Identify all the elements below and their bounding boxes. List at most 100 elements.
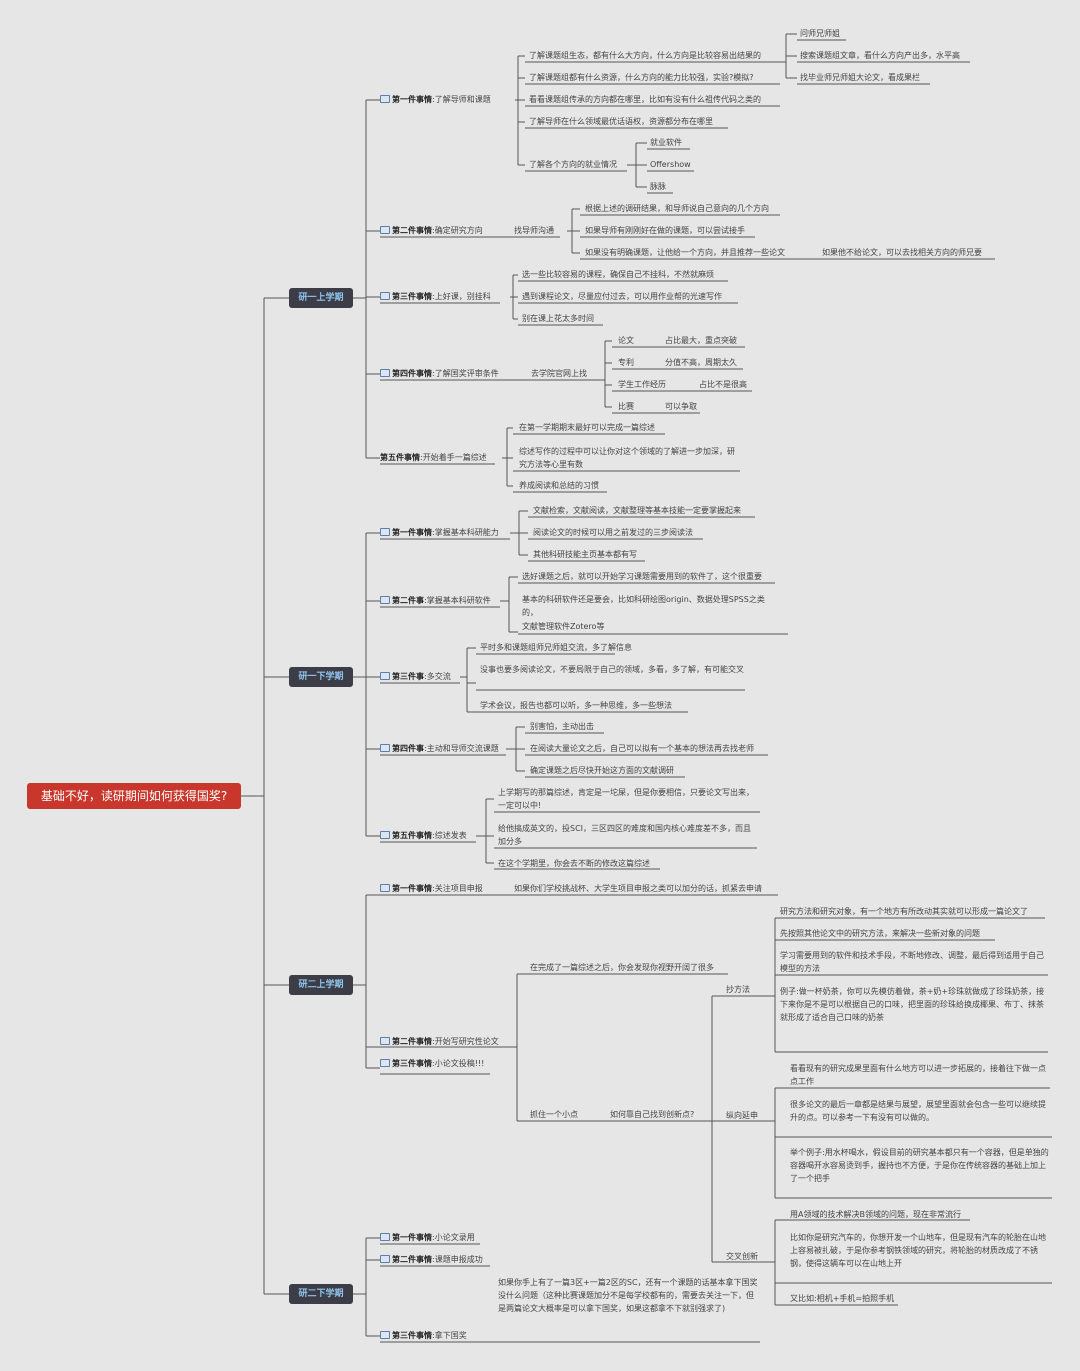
s1-t1-sub-1c[interactable]: 找毕业师兄师姐大论文，看成果栏	[800, 73, 920, 82]
s3-t2-method-2[interactable]: 纵向延申	[726, 1111, 758, 1120]
topic-s4-t2[interactable]: 第二件事情:课题申报成功	[380, 1253, 483, 1266]
s1-t5-item-3[interactable]: 养成阅读和总结的习惯	[519, 481, 599, 490]
topic-label: 第二件事	[392, 596, 424, 605]
s1-t3-item-2[interactable]: 遇到课程论文，尽量应付过去，可以用作业帮的光速写作	[522, 292, 722, 301]
s1-t1-item-1[interactable]: 了解课题组生态，都有什么大方向，什么方向是比较容易出结果的	[529, 51, 761, 60]
s3-t2-m1a[interactable]: 研究方法和研究对象，有一个地方有所改动其实就可以形成一篇论文了	[780, 907, 1028, 916]
s1-t3-item-1[interactable]: 选一些比较容易的课程，确保自己不挂科，不然就麻烦	[522, 270, 714, 279]
s2-t5-item-1[interactable]: 上学期写的那篇综述，肯定是一坨屎，但是你要相信，只要论文写出来，一定可以中!	[498, 788, 754, 810]
topic-label: 第五件事情	[392, 831, 432, 840]
s4-t3-item-1[interactable]: 如果你手上有了一篇3区+一篇2区的SC，还有一个课题的话基本拿下国奖没什么问题（…	[498, 1278, 758, 1313]
stage-y2-spring[interactable]: 研二下学期	[289, 1284, 353, 1304]
topic-s3-t2[interactable]: 第二件事情:开始写研究性论文	[380, 1035, 499, 1048]
stage-y1-spring[interactable]: 研一下学期	[289, 667, 353, 687]
s2-t4-item-1[interactable]: 别害怕，主动出击	[530, 722, 594, 731]
s1-t4-c1[interactable]: 论文	[618, 336, 634, 345]
s3-t2-method-3[interactable]: 交叉创新	[726, 1252, 758, 1261]
topic-label: 第三件事情	[392, 1059, 432, 1068]
topic-s2-t4[interactable]: 第四件事:主动和导师交流课题	[380, 742, 499, 755]
s3-t2-m1c[interactable]: 学习需要用到的软件和技术手段，不断地修改、调整，最后得到适用于自己模型的方法	[780, 951, 1044, 973]
s1-t4-c2[interactable]: 专利	[618, 358, 634, 367]
s2-t2-item-2[interactable]: 基本的科研软件还是要会，比如科研绘图origin、数据处理SPSS之类的，	[522, 595, 765, 617]
s3-t2-m3a[interactable]: 用A领域的技术解决B领域的问题，现在非常流行	[790, 1210, 961, 1219]
s1-t1-item-5[interactable]: 了解各个方向的就业情况	[529, 160, 617, 169]
s1-t4-c3[interactable]: 学生工作经历	[618, 380, 666, 389]
s2-t1-item-2[interactable]: 阅读论文的时候可以用之前发过的三步阅读法	[533, 528, 693, 537]
s1-t1-sub-5c[interactable]: 脉脉	[650, 182, 666, 191]
s1-t4-c4b[interactable]: 可以争取	[665, 402, 697, 411]
s2-t3-item-2[interactable]: 没事也要多阅读论文，不要局限于自己的领域，多看，多了解，有可能交叉	[480, 665, 744, 674]
s1-t4-c1b[interactable]: 占比最大，重点突破	[665, 336, 737, 345]
s2-t5-item-3[interactable]: 在这个学期里，你会去不断的修改这篇综述	[498, 859, 650, 868]
note-icon	[380, 226, 390, 234]
topic-text: :开始着手一篇综述	[420, 453, 487, 462]
s2-t1-item-1[interactable]: 文献检索，文献阅读，文献整理等基本技能一定要掌握起来	[533, 506, 741, 515]
s1-t5-item-1[interactable]: 在第一学期期末最好可以完成一篇综述	[519, 423, 655, 432]
s3-t1-item-1[interactable]: 如果你们学校挑战杯、大学生项目申报之类可以加分的话，抓紧去申请	[514, 884, 762, 893]
s2-t3-item-1[interactable]: 平时多和课题组师兄师姐交流，多了解信息	[480, 643, 632, 652]
topic-s1-t4[interactable]: 第四件事情:了解国奖评审条件	[380, 367, 499, 380]
s1-t1-sub-5b[interactable]: Offershow	[650, 160, 691, 169]
topic-s1-t2[interactable]: 第二件事情:确定研究方向	[380, 224, 483, 237]
topic-s3-t3[interactable]: 第三件事情:小论文投稿!!!	[380, 1057, 484, 1070]
s3-t2-m1b[interactable]: 先按照其他论文中的研究方法，来解决一些新对象的问题	[780, 929, 980, 938]
topic-label: 第一件事情	[392, 1233, 432, 1242]
topic-text: :拿下国奖	[432, 1331, 467, 1340]
s2-t2-item-3[interactable]: 文献管理软件Zotero等	[522, 622, 605, 631]
s1-t2-item-3b[interactable]: 如果他不给论文，可以去找相关方向的师兄要	[822, 248, 982, 257]
s2-t3-item-3[interactable]: 学术会议，报告也都可以听，多一种思维，多一些想法	[480, 701, 672, 710]
topic-s1-t1[interactable]: 第一件事情:了解导师和课题	[380, 93, 491, 106]
s2-t2-item-1[interactable]: 选好课题之后，就可以开始学习课题需要用到的软件了，这个很重要	[522, 572, 762, 581]
s1-t4-c2b[interactable]: 分值不高，周期太久	[665, 358, 737, 367]
topic-s1-t3[interactable]: 第三件事情:上好课，别挂科	[380, 290, 491, 303]
s3-t2-c[interactable]: 如何靠自己找到创新点?	[610, 1110, 695, 1119]
s2-t4-item-2[interactable]: 在阅读大量论文之后，自己可以拟有一个基本的想法再去找老师	[530, 744, 754, 753]
s3-t2-a[interactable]: 在完成了一篇综述之后，你会发现你视野开阔了很多	[530, 963, 714, 972]
topic-s2-t1[interactable]: 第一件事情:掌握基本科研能力	[380, 526, 499, 539]
s2-t1-item-3[interactable]: 其他科研技能主页基本都有写	[533, 550, 637, 559]
root-topic[interactable]: 基础不好，读研期间如何获得国奖?	[27, 783, 241, 809]
s1-t1-item-4[interactable]: 了解导师在什么领域最优话语权，资源都分布在哪里	[529, 117, 713, 126]
s1-t1-item-3[interactable]: 看看课题组传承的方向都在哪里，比如有没有什么祖传代码之类的	[529, 95, 761, 104]
topic-s4-t3[interactable]: 第三件事情:拿下国奖	[380, 1329, 467, 1342]
topic-s1-t5[interactable]: 第五件事情:开始着手一篇综述	[380, 451, 487, 464]
s1-t1-sub-1b[interactable]: 搜索课题组文章，看什么方向产出多，水平高	[800, 51, 960, 60]
s3-t2-m2c[interactable]: 举个例子:用水杯喝水，假设目前的研究基本都只有一个容器，但是单独的容器喝开水容易…	[790, 1148, 1049, 1183]
topic-text: :主动和导师交流课题	[424, 744, 499, 753]
s1-t2-item-3[interactable]: 如果没有明确课题，让他给一个方向，并且推荐一些论文	[585, 248, 785, 257]
s1-t3-item-3[interactable]: 别在课上花太多时间	[522, 314, 594, 323]
s1-t4-c3b[interactable]: 占比不是很高	[699, 380, 747, 389]
topic-text: :了解国奖评审条件	[432, 369, 499, 378]
s1-t5-item-2[interactable]: 综述写作的过程中可以让你对这个领域的了解进一步加深，研究方法等心里有数	[519, 447, 735, 469]
s3-t2-method-1[interactable]: 抄方法	[726, 985, 750, 994]
s3-t2-b[interactable]: 抓住一个小点	[530, 1110, 578, 1119]
s1-t1-sub-1a[interactable]: 问师兄师姐	[800, 29, 840, 38]
topic-text: :综述发表	[432, 831, 467, 840]
topic-s3-t1[interactable]: 第一件事情:关注项目申报	[380, 882, 483, 895]
note-icon	[380, 1233, 390, 1241]
s3-t2-m1d[interactable]: 例子:做一杯奶茶，你可以先模仿着做，茶+奶+珍珠就做成了珍珠奶茶，接下来你是不是…	[780, 987, 1045, 1022]
s1-t4-mid[interactable]: 去学院官网上找	[531, 369, 587, 378]
s1-t2-mid[interactable]: 找导师沟通	[514, 226, 554, 235]
topic-label: 第二件事情	[392, 1255, 432, 1264]
s2-t5-item-2[interactable]: 给他搞成英文的，投SCI，三区四区的难度和国内核心难度差不多，而且加分多	[498, 824, 752, 846]
topic-label: 第三件事情	[392, 292, 432, 301]
s2-t4-item-3[interactable]: 确定课题之后尽快开始这方面的文献调研	[530, 766, 674, 775]
topic-s2-t3[interactable]: 第三件事:多交流	[380, 670, 451, 683]
note-icon	[380, 1059, 390, 1067]
s1-t2-item-2[interactable]: 如果导师有刚刚好在做的课题，可以尝试接手	[585, 226, 745, 235]
s3-t2-m2a[interactable]: 看看现有的研究成果里面有什么地方可以进一步拓展的，接着往下做一点点工作	[790, 1064, 1046, 1086]
stage-y2-fall[interactable]: 研二上学期	[289, 975, 353, 995]
s1-t1-item-2[interactable]: 了解课题组都有什么资源，什么方向的能力比较强，实验?模拟?	[529, 73, 754, 82]
stage-y1-fall[interactable]: 研一上学期	[289, 288, 353, 308]
note-icon	[380, 672, 390, 680]
s1-t4-c4[interactable]: 比赛	[618, 402, 634, 411]
topic-s2-t5[interactable]: 第五件事情:综述发表	[380, 829, 467, 842]
s3-t2-m3c[interactable]: 又比如:相机+手机=拍照手机	[790, 1294, 895, 1303]
topic-s2-t2[interactable]: 第二件事:掌握基本科研软件	[380, 594, 491, 607]
s3-t2-m3b[interactable]: 比如你是研究汽车的，你想开发一个山地车，但是现有汽车的轮胎在山地上容易被扎破，于…	[790, 1233, 1046, 1268]
topic-s4-t1[interactable]: 第一件事情:小论文录用	[380, 1231, 475, 1244]
s1-t2-item-1[interactable]: 根据上述的调研结果，和导师说自己意向的几个方向	[585, 204, 769, 213]
s3-t2-m2b[interactable]: 很多论文的最后一章都是结果与展望，展望里面就会包含一些可以继续提升的点。可以参考…	[790, 1100, 1046, 1122]
s1-t1-sub-5a[interactable]: 就业软件	[650, 138, 682, 147]
